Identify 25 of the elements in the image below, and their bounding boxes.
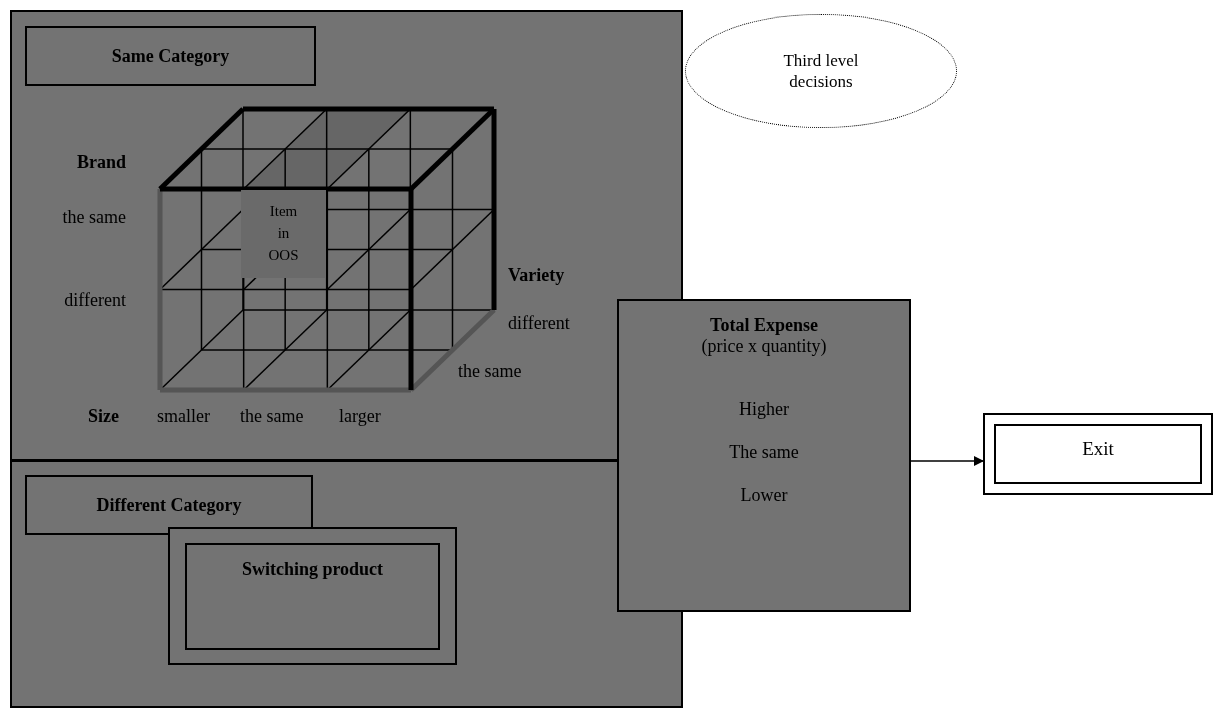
axis-label: the same [61,207,126,228]
exit-box: Exit [983,413,1213,495]
axis-label: different [508,313,571,334]
heading-text: Total Expense [710,315,818,336]
axis-label: larger [339,406,382,427]
axis-label: Brand [75,152,126,173]
process-box [617,299,911,612]
axis-label: the same [240,406,305,427]
heading-box: Same Category [25,26,316,86]
axis-label: smaller [157,406,211,427]
option-text: Higher [739,399,789,420]
heading-box: Different Category [25,475,313,535]
axis-label: the same [458,361,523,382]
option-text: Lower [740,485,788,506]
category-panel [10,10,683,461]
axis-label: Size [88,406,120,427]
double-frame-box: Switching product [168,527,457,665]
axis-label: different [63,290,126,311]
category-panel [10,460,683,708]
axis-label: Variety [508,265,566,286]
highlighted-cell: Item in OOS [241,190,326,278]
option-text: The same [729,442,799,463]
subheading-text: (price x quantity) [701,336,827,357]
arrow [910,456,984,466]
dotted-ellipse: Third level decisions [685,14,957,128]
